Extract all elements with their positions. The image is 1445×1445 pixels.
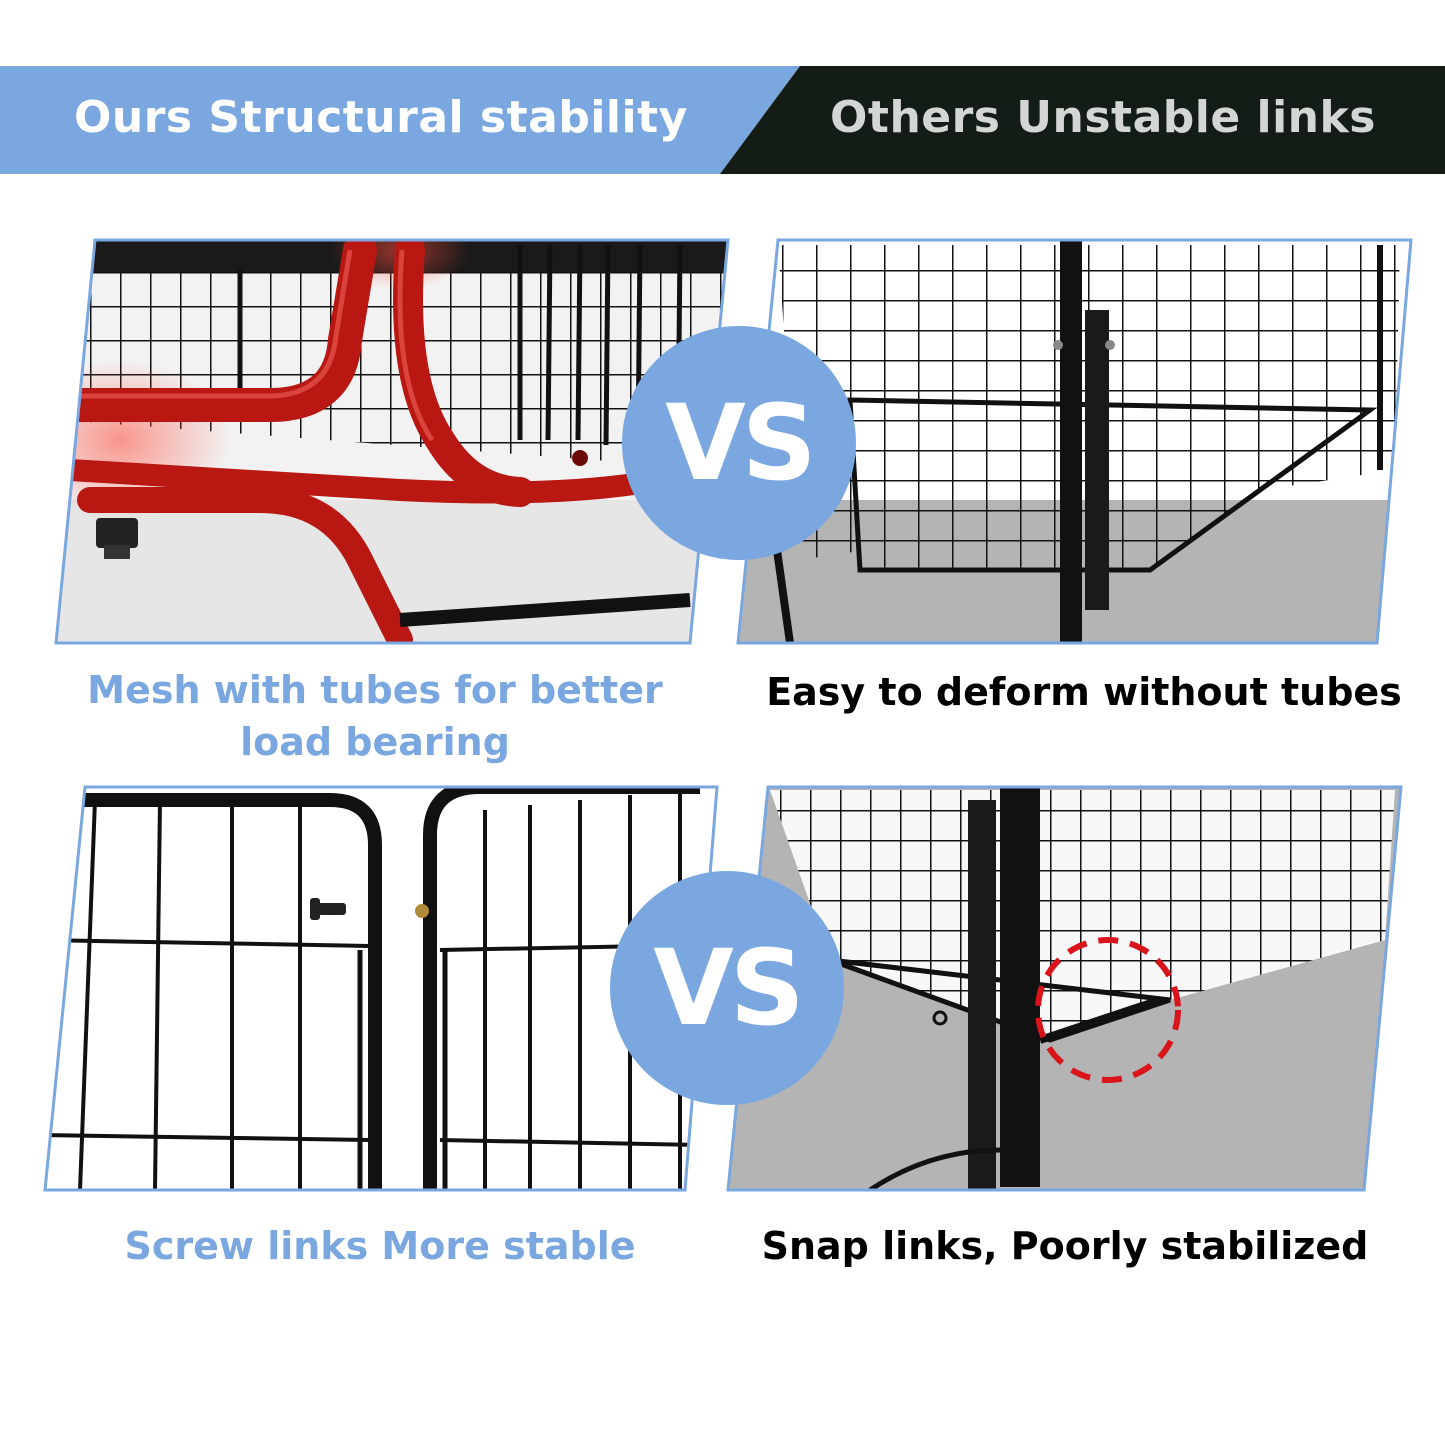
vs-badge-top: VS bbox=[622, 326, 856, 560]
header-banner bbox=[0, 66, 1445, 174]
caption-others-row2: Snap links, Poorly stabilized bbox=[761, 1224, 1369, 1268]
header-right-band bbox=[720, 66, 1445, 174]
caption-ours-row1-line2: load bearing bbox=[240, 720, 510, 764]
highlight-dashed-circle bbox=[1035, 937, 1181, 1083]
header-ours-title: Ours Structural stability bbox=[74, 92, 688, 143]
caption-others-row1: Easy to deform without tubes bbox=[766, 670, 1402, 714]
vs-badge-bottom: VS bbox=[610, 871, 844, 1105]
header-left-band bbox=[0, 66, 800, 174]
caption-ours-row2: Screw links More stable bbox=[124, 1224, 636, 1268]
vs-label-bottom: VS bbox=[653, 927, 804, 1049]
header-others-title: Others Unstable links bbox=[830, 92, 1376, 143]
vs-label-top: VS bbox=[665, 382, 816, 504]
caption-ours-row1-line1: Mesh with tubes for better bbox=[87, 668, 663, 712]
